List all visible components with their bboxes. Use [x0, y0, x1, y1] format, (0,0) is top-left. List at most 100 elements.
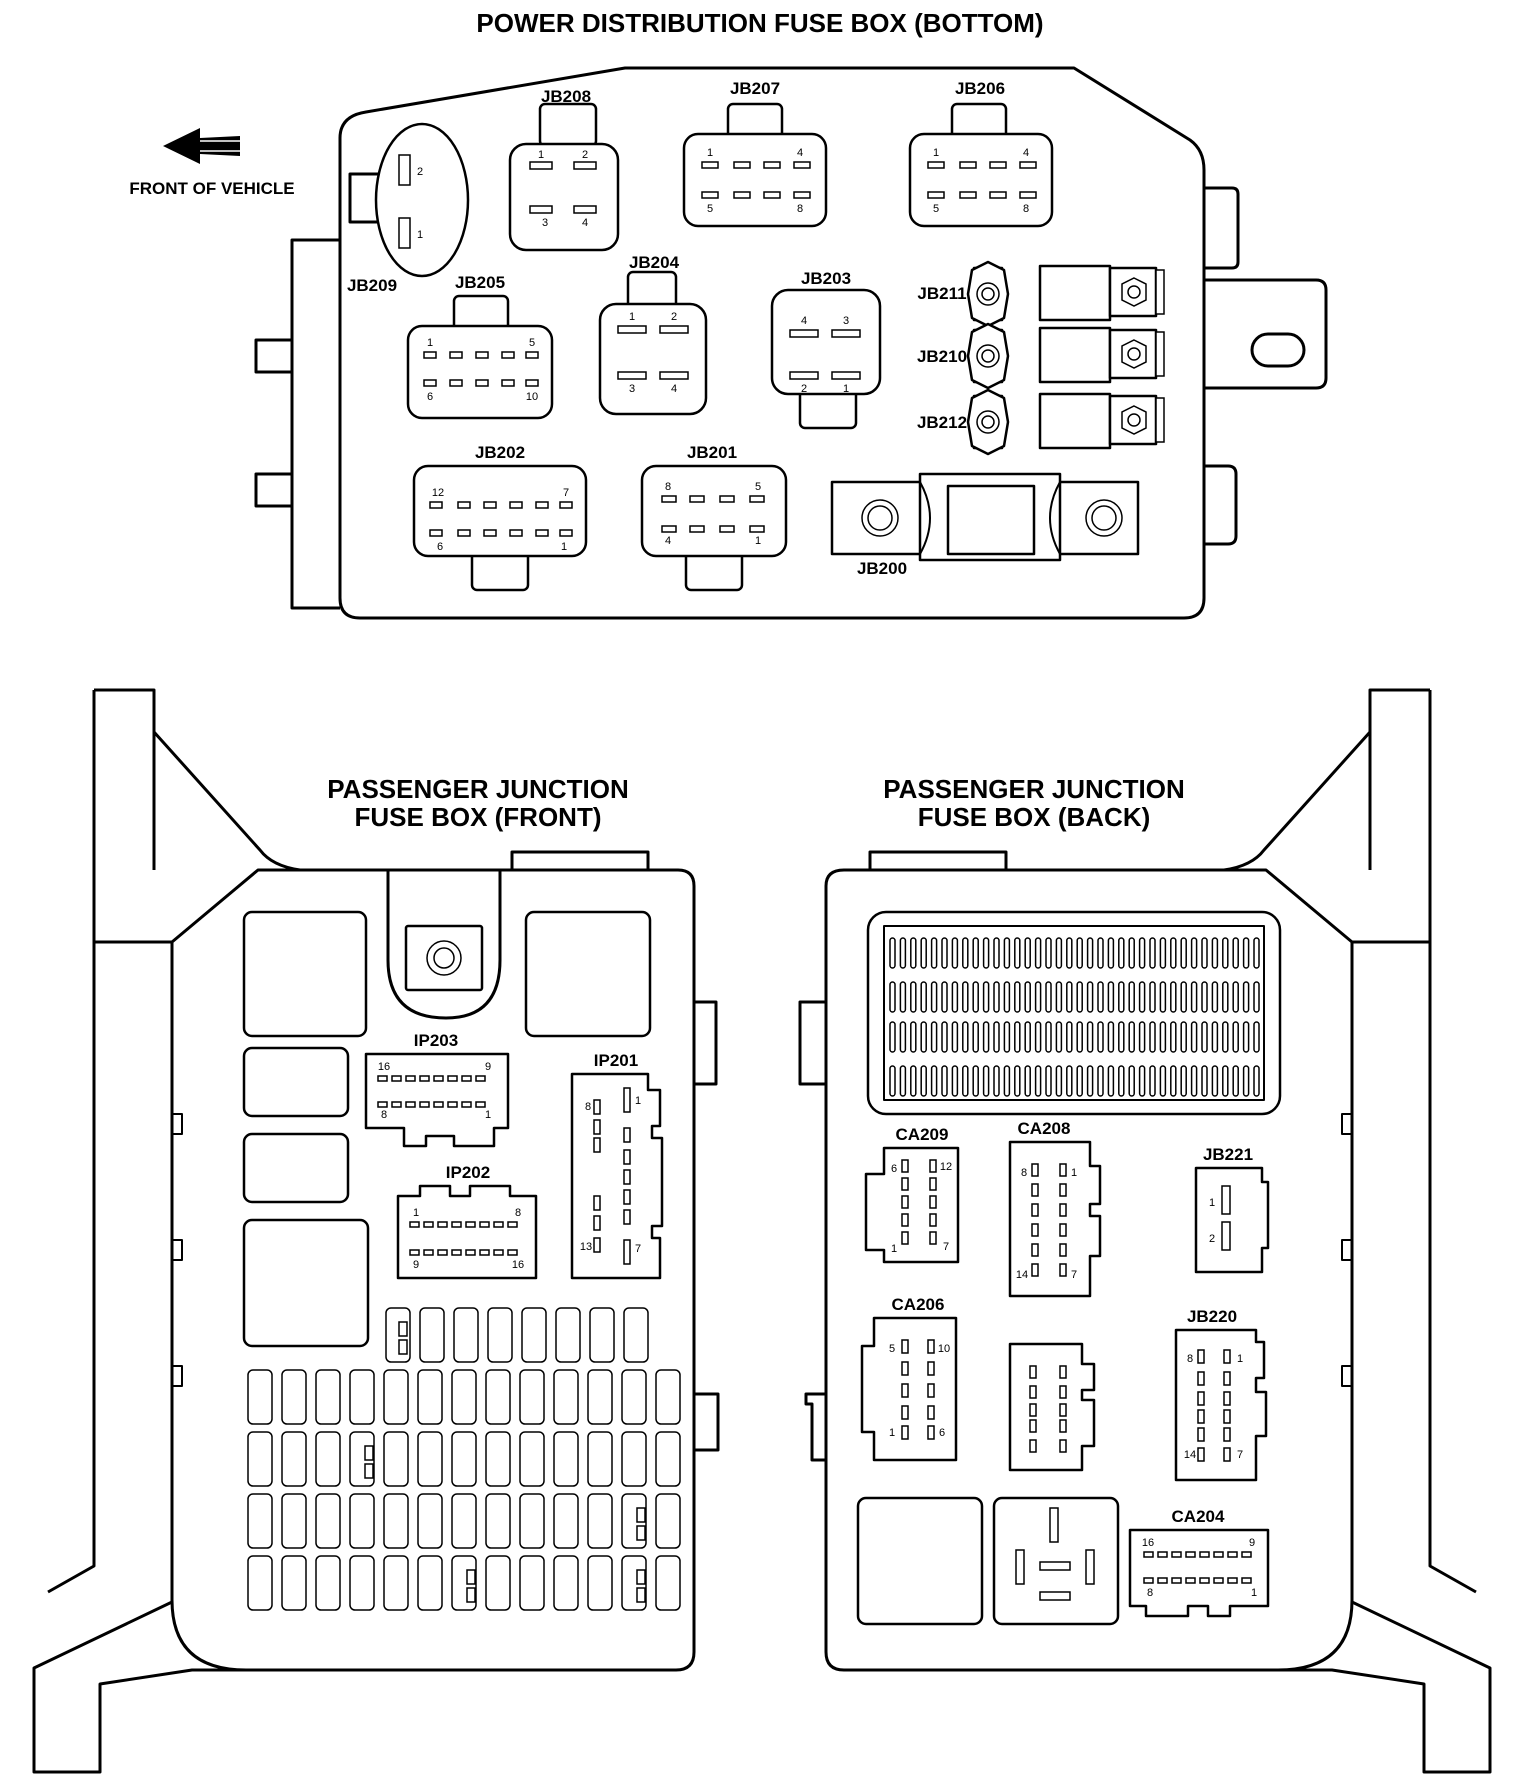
jb202-pin-1: 1	[561, 541, 567, 553]
jb220-pin-14: 14	[1184, 1449, 1196, 1461]
front-of-vehicle-arrow-icon	[163, 128, 240, 164]
jb204-label: JB204	[629, 253, 680, 272]
ca208-pin-14: 14	[1016, 1269, 1028, 1281]
ca204-pin-9: 9	[1249, 1537, 1255, 1549]
ca208-pin-7: 7	[1071, 1269, 1077, 1281]
jb207-pin-8: 8	[797, 203, 803, 215]
jb203-pin-2: 2	[801, 383, 807, 395]
jb206-label: JB206	[955, 79, 1005, 98]
ca204-label: CA204	[1172, 1507, 1225, 1526]
front-of-vehicle-label: FRONT OF VEHICLE	[129, 179, 294, 198]
jb207-pin-5: 5	[707, 203, 713, 215]
jb200-label: JB200	[857, 559, 907, 578]
ip202-pin-1: 1	[413, 1207, 419, 1219]
jb202-pin-12: 12	[432, 487, 444, 499]
jb207-pin-1: 1	[707, 147, 713, 159]
ip203-pin-1: 1	[485, 1109, 491, 1121]
passenger-front-box	[32, 688, 720, 1774]
jb207-label: JB207	[730, 79, 780, 98]
ip201-pin-1: 1	[635, 1095, 641, 1107]
jb208-connector: 1 2 3 4	[508, 102, 620, 252]
ip203-pin-8: 8	[381, 1109, 387, 1121]
ca206-pin-6: 6	[939, 1427, 945, 1439]
ca206-label: CA206	[892, 1295, 945, 1314]
ca209-pin-6: 6	[891, 1163, 897, 1175]
jb220-label: JB220	[1187, 1307, 1237, 1326]
ca208-label: CA208	[1018, 1119, 1071, 1138]
ip203-label: IP203	[414, 1031, 458, 1050]
jb205-connector: 1 5 6 10	[406, 294, 554, 420]
jb208-pin-3: 3	[542, 217, 548, 229]
jb208-pin-1: 1	[538, 149, 544, 161]
ca208-pin-8: 8	[1021, 1167, 1027, 1179]
ca209-pin-12: 12	[940, 1161, 952, 1173]
ca206-pin-1: 1	[889, 1427, 895, 1439]
jb205-label: JB205	[455, 273, 505, 292]
jb204-pin-3: 3	[629, 383, 635, 395]
jb203-label: JB203	[801, 269, 851, 288]
jb200-fuse	[830, 472, 1140, 562]
jb206-connector: 1 4 5 8	[908, 102, 1054, 228]
jb206-pin-1: 1	[933, 147, 939, 159]
ca206-connector: 5 10 1 6	[860, 1316, 958, 1462]
jb220-pin-8: 8	[1187, 1353, 1193, 1365]
ca206-pin-10: 10	[938, 1343, 950, 1355]
jb201-connector: 8 5 4 1	[640, 464, 788, 592]
jb202-pin-6: 6	[437, 541, 443, 553]
jb221-pin-1: 1	[1209, 1197, 1215, 1209]
jb204-pin-2: 2	[671, 311, 677, 323]
unlabeled-connector	[1008, 1342, 1096, 1472]
jb209-pin-1: 1	[417, 229, 423, 241]
ca204-connector: 16 9 8 1	[1128, 1528, 1270, 1618]
jb208-label: JB208	[541, 87, 591, 106]
jb209-pin-2: 2	[417, 166, 423, 178]
jb211-label: JB211	[917, 284, 966, 303]
ip203-connector: 16 9 8 1	[364, 1052, 510, 1148]
jb204-pin-4: 4	[671, 383, 677, 395]
power-distribution-box	[254, 66, 1328, 620]
jb207-pin-4: 4	[797, 147, 803, 159]
jb201-pin-8: 8	[665, 481, 671, 493]
passenger-back-box	[798, 688, 1492, 1774]
jb201-label: JB201	[687, 443, 737, 462]
ca209-connector: 6 12 1 7	[864, 1146, 960, 1264]
jb204-connector: 1 2 3 4	[598, 270, 708, 416]
jb208-pin-2: 2	[582, 149, 588, 161]
ip202-pin-8: 8	[515, 1207, 521, 1219]
jb210-stud	[966, 322, 1165, 390]
jb202-label: JB202	[475, 443, 525, 462]
jb220-connector: 8 1 14 7	[1174, 1328, 1268, 1482]
jb210-label: JB210	[917, 347, 967, 366]
ip203-pin-9: 9	[485, 1061, 491, 1073]
jb203-connector: 4 3 2 1	[770, 288, 882, 430]
jb205-pin-10: 10	[526, 391, 538, 403]
jb201-pin-1: 1	[755, 535, 761, 547]
jb202-connector: 12 7 6 1	[412, 464, 588, 592]
jb206-pin-4: 4	[1023, 147, 1029, 159]
jb206-pin-5: 5	[933, 203, 939, 215]
ca208-pin-1: 1	[1071, 1167, 1077, 1179]
ca204-pin-8: 8	[1147, 1587, 1153, 1599]
ip202-label: IP202	[446, 1163, 490, 1182]
jb221-label: JB221	[1203, 1145, 1253, 1164]
ca208-connector: 8 1 14 7	[1008, 1140, 1102, 1298]
jb208-pin-4: 4	[582, 217, 588, 229]
ca204-pin-16: 16	[1142, 1537, 1154, 1549]
jb203-pin-4: 4	[801, 315, 807, 327]
ip201-connector: 8 1 13 7	[570, 1072, 664, 1280]
relay-terminals-icon	[1015, 1507, 1095, 1601]
jb205-pin-5: 5	[529, 337, 535, 349]
passenger-back-title-line1: PASSENGER JUNCTION	[883, 774, 1184, 804]
passenger-front-title-line1: PASSENGER JUNCTION	[327, 774, 628, 804]
fuse-grid	[247, 1307, 681, 1611]
ip201-pin-13: 13	[580, 1241, 592, 1253]
ca209-pin-1: 1	[891, 1243, 897, 1255]
jb203-pin-3: 3	[843, 315, 849, 327]
ip202-pin-16: 16	[512, 1259, 524, 1271]
ip201-pin-8: 8	[585, 1101, 591, 1113]
jb205-pin-6: 6	[427, 391, 433, 403]
ip201-label: IP201	[594, 1051, 638, 1070]
jb209-connector: 2 1	[348, 122, 470, 278]
jb201-pin-5: 5	[755, 481, 761, 493]
